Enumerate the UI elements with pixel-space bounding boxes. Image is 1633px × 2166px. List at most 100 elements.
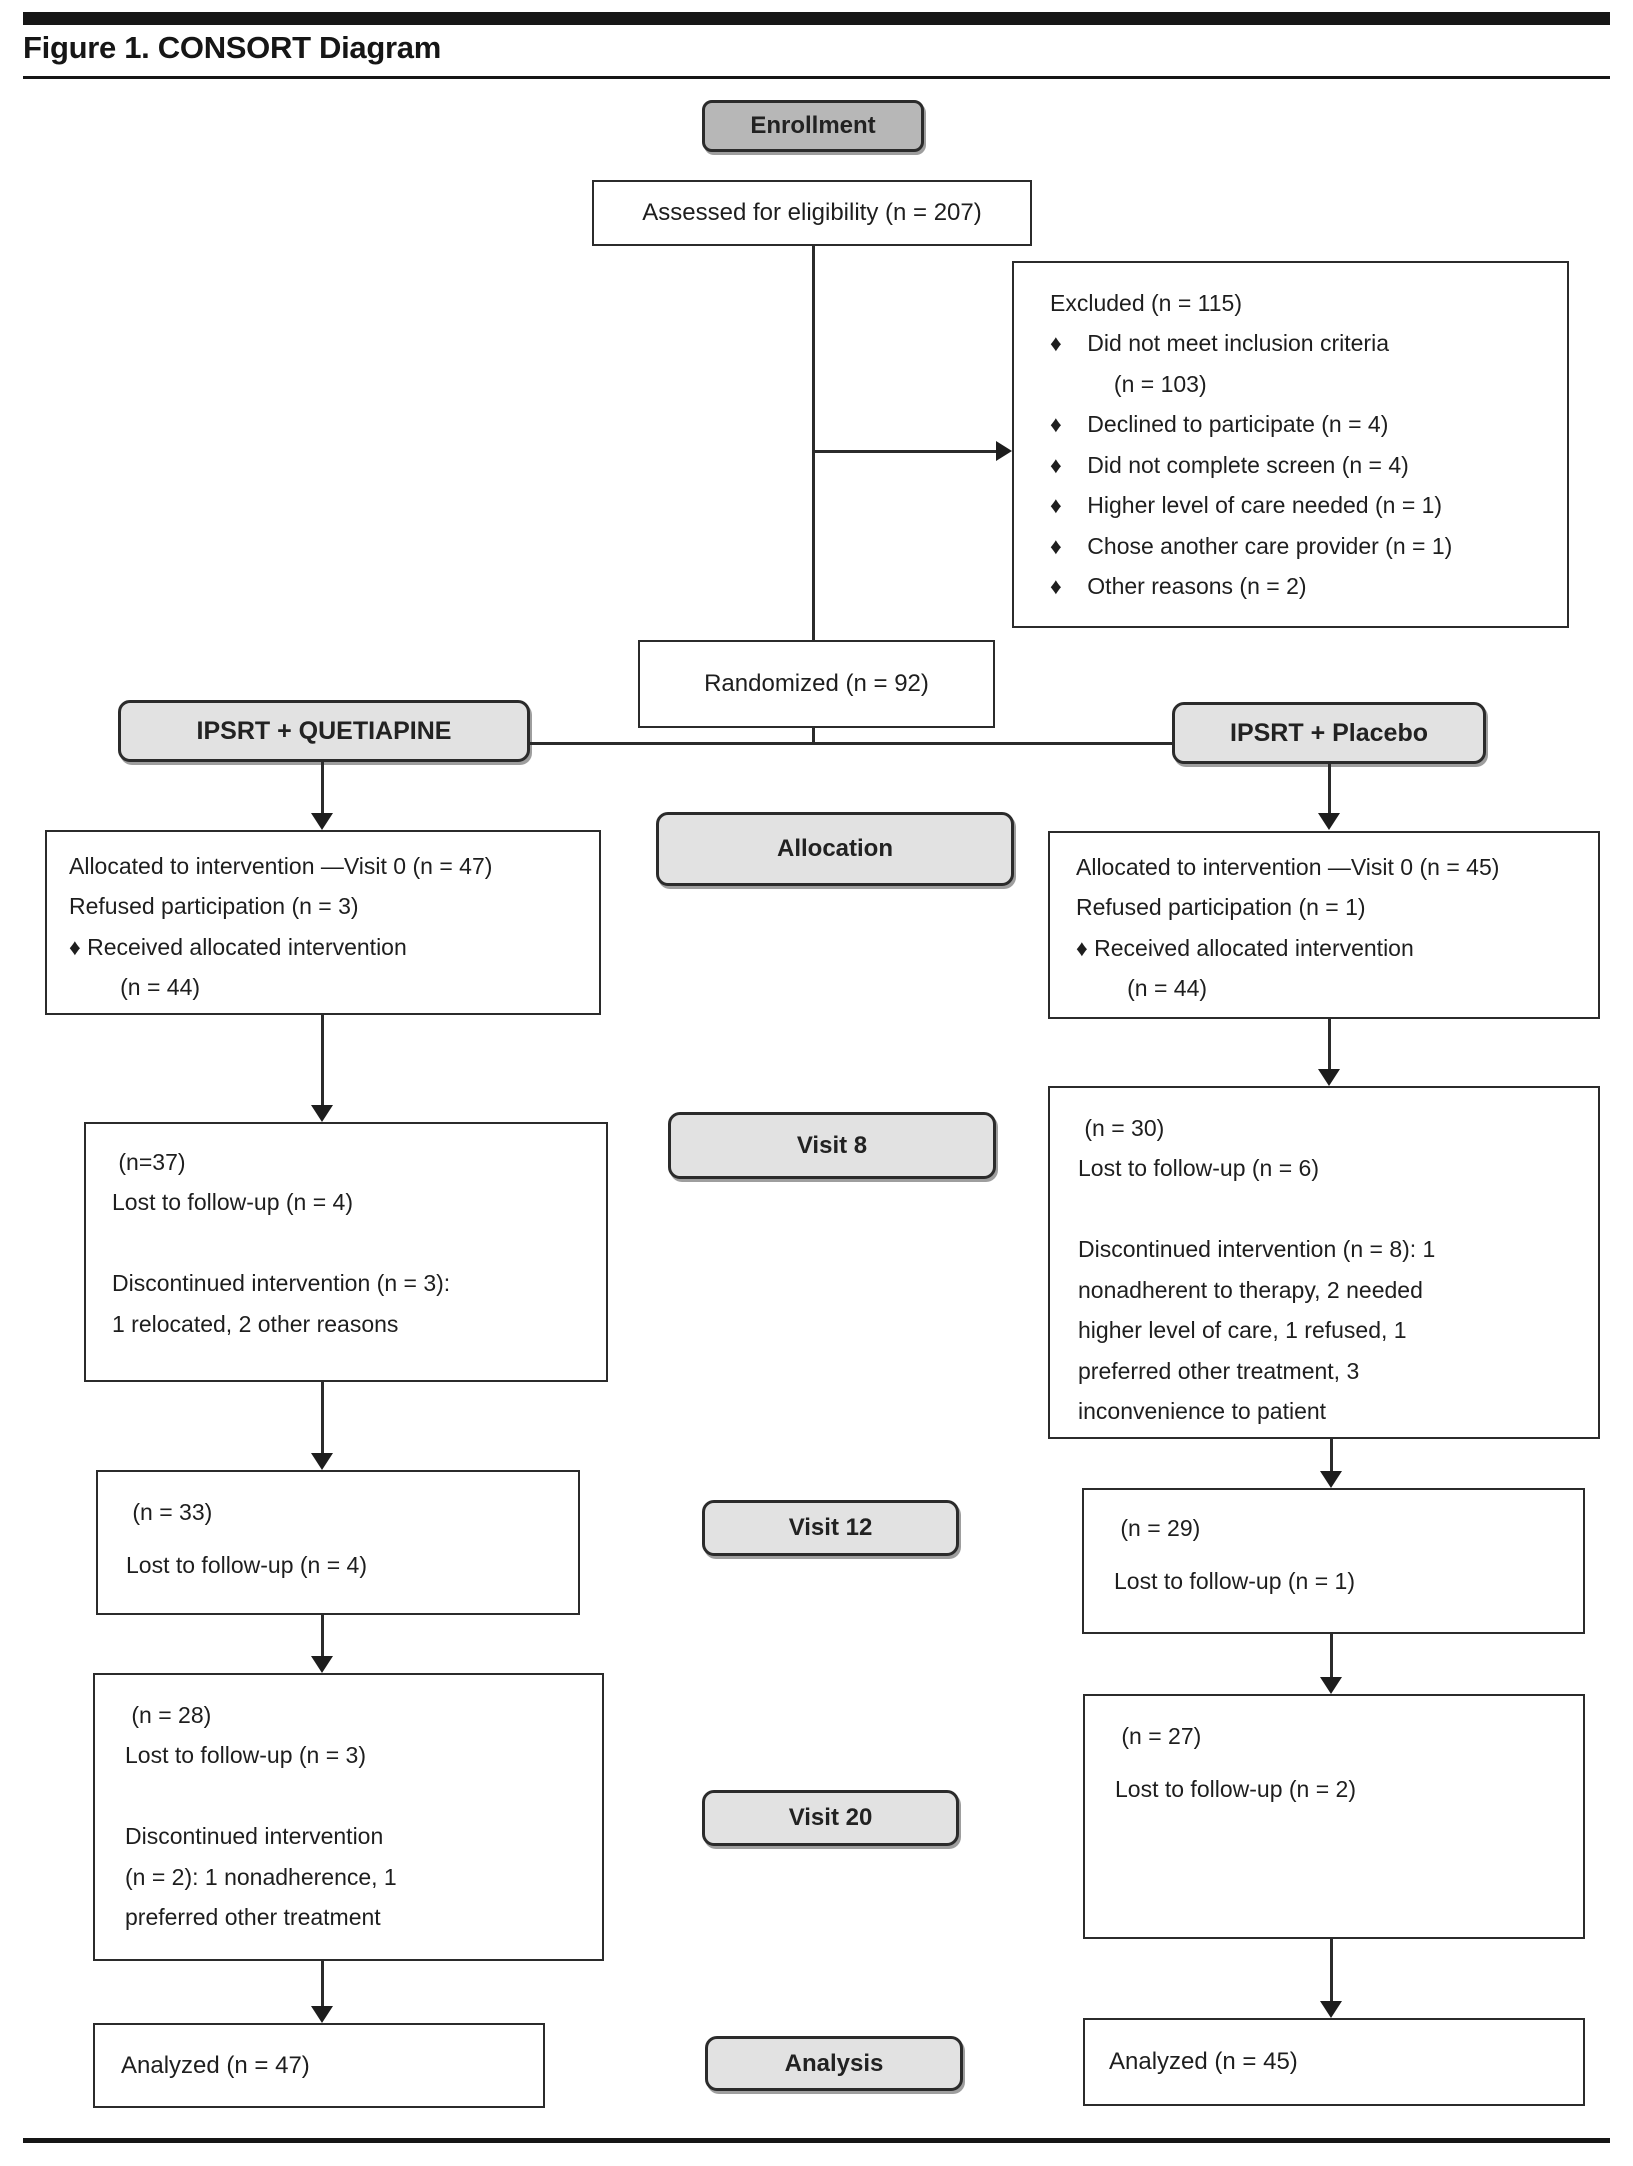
- text-line: Refused participation (n = 1): [1076, 894, 1366, 921]
- arrow-down-icon: [1320, 1677, 1342, 1694]
- text-line: higher level of care, 1 refused, 1: [1078, 1317, 1407, 1344]
- visit20-stage-text: Visit 20: [788, 1804, 873, 1831]
- text-line: Allocated to intervention —Visit 0 (n = …: [1076, 854, 1500, 880]
- arrow-down-icon: [311, 813, 333, 830]
- visit20-stage-label: Visit 20: [702, 1790, 959, 1846]
- flow-line-assessed-to-randomized: [812, 246, 815, 640]
- visit12-stage-text: Visit 12: [788, 1514, 873, 1541]
- title-bottom-rule: [23, 76, 1610, 79]
- analyzed-left-text: Analyzed (n = 47): [121, 2051, 310, 2079]
- flow-line-left-to-visit20: [321, 1615, 324, 1657]
- text-line: Lost to follow-up (n = 3): [125, 1742, 366, 1769]
- text-line: Refused participation (n = 3): [69, 893, 359, 920]
- text-line: ♦ Received allocated intervention: [69, 933, 407, 960]
- analyzed-right-text: Analyzed (n = 45): [1109, 2048, 1298, 2075]
- visit8-left-box: (n=37) Lost to follow-up (n = 4) Discontin…: [84, 1122, 608, 1382]
- text-line: Discontinued intervention (n = 8): 1: [1078, 1236, 1436, 1263]
- text-line: Lost to follow-up (n = 4): [112, 1189, 353, 1216]
- visit8-stage-text: Visit 8: [796, 1131, 868, 1159]
- text-line: ♦ Higher level of care needed (n = 1): [1050, 492, 1443, 519]
- allocation-stage-label: Allocation: [656, 812, 1014, 886]
- text-line: (n = 27): [1115, 1723, 1202, 1749]
- arrow-down-icon: [1320, 1471, 1342, 1488]
- text-line: [1078, 1189, 1586, 1229]
- arrow-down-icon: [1318, 1069, 1340, 1086]
- text-line: [125, 1776, 590, 1816]
- text-line: [112, 1223, 594, 1263]
- arm-quetiapine-header: IPSRT + QUETIAPINE: [118, 700, 530, 762]
- enrollment-stage-text: Enrollment: [750, 112, 876, 139]
- text-line: ♦ Declined to participate (n = 4): [1050, 411, 1389, 438]
- flow-line-left-to-visit12: [321, 1382, 324, 1454]
- visit8-stage-label: Visit 8: [668, 1112, 996, 1179]
- text-line: (n=37): [112, 1149, 186, 1175]
- excluded-box: Excluded (n = 115) ♦ Did not meet inclusi…: [1012, 261, 1569, 628]
- text-line: Discontinued intervention (n = 3):: [112, 1270, 451, 1297]
- text-line: (n = 33): [126, 1499, 213, 1525]
- flow-line-right-to-visit20: [1330, 1634, 1333, 1678]
- flow-line-right-to-visit12: [1330, 1439, 1333, 1472]
- text-line: nonadherent to therapy, 2 needed: [1078, 1276, 1423, 1303]
- arrow-down-icon: [1320, 2001, 1342, 2018]
- visit20-right-box: (n = 27) Lost to follow-up (n = 2): [1083, 1694, 1585, 1939]
- assessed-box: Assessed for eligibility (n = 207): [592, 180, 1032, 246]
- text-line: Allocated to intervention —Visit 0 (n = …: [69, 853, 493, 879]
- arm-placebo-text: IPSRT + Placebo: [1230, 718, 1428, 747]
- arrow-down-icon: [311, 1656, 333, 1673]
- flow-line-left-to-analysis: [321, 1961, 324, 2007]
- visit12-right-box: (n = 29) Lost to follow-up (n = 1): [1082, 1488, 1585, 1634]
- visit20-left-box: (n = 28) Lost to follow-up (n = 3) Discont…: [93, 1673, 604, 1961]
- text-line: (n = 44): [69, 974, 201, 1001]
- analysis-stage-text: Analysis: [784, 2049, 884, 2077]
- arrow-down-icon: [311, 1105, 333, 1122]
- flow-line-right-to-allocation: [1328, 764, 1331, 814]
- title-top-rule: [23, 12, 1610, 25]
- flow-line-arm-split: [528, 742, 1174, 745]
- arrow-down-icon: [311, 2006, 333, 2023]
- analyzed-left-box: Analyzed (n = 47): [93, 2023, 545, 2108]
- text-line: (n = 28): [125, 1702, 212, 1728]
- text-line: preferred other treatment, 3: [1078, 1357, 1360, 1384]
- arm-placebo-header: IPSRT + Placebo: [1172, 702, 1486, 764]
- text-line: Lost to follow-up (n = 1): [1114, 1567, 1355, 1594]
- text-line: ♦ Did not meet inclusion criteria: [1050, 330, 1389, 357]
- flow-line-randomized-stub: [812, 726, 815, 744]
- flow-line-left-to-visit8: [321, 1015, 324, 1106]
- text-line: inconvenience to patient: [1078, 1398, 1327, 1425]
- allocation-left-box: Allocated to intervention —Visit 0 (n = …: [45, 830, 601, 1015]
- text-line: ♦ Received allocated intervention: [1076, 934, 1414, 961]
- enrollment-stage-label: Enrollment: [702, 100, 924, 152]
- arrow-right-icon: [996, 441, 1012, 461]
- figure-title: Figure 1. CONSORT Diagram: [23, 30, 441, 65]
- text-line: preferred other treatment: [125, 1904, 381, 1931]
- analysis-stage-label: Analysis: [705, 2036, 963, 2091]
- randomized-text: Randomized (n = 92): [704, 670, 929, 697]
- flow-line-right-to-analysis: [1330, 1939, 1333, 2002]
- text-line: (n = 29): [1114, 1515, 1201, 1541]
- flow-line-branch-to-excluded: [812, 450, 998, 453]
- text-line: Lost to follow-up (n = 6): [1078, 1155, 1319, 1182]
- text-line: (n = 103): [1050, 370, 1207, 397]
- text-line: Discontinued intervention: [125, 1823, 384, 1850]
- visit12-stage-label: Visit 12: [702, 1500, 959, 1556]
- flow-line-left-to-allocation: [321, 762, 324, 814]
- allocation-stage-text: Allocation: [776, 835, 893, 862]
- text-line: Lost to follow-up (n = 4): [126, 1551, 367, 1578]
- text-line: 1 relocated, 2 other reasons: [112, 1310, 399, 1337]
- arrow-down-icon: [1318, 813, 1340, 830]
- text-line: ♦ Other reasons (n = 2): [1050, 573, 1307, 600]
- randomized-box: Randomized (n = 92): [638, 640, 995, 728]
- text-line: ♦ Did not complete screen (n = 4): [1050, 451, 1409, 478]
- text-line: Excluded (n = 115): [1050, 290, 1242, 316]
- allocation-right-box: Allocated to intervention —Visit 0 (n = …: [1048, 831, 1600, 1019]
- assessed-text: Assessed for eligibility (n = 207): [642, 199, 982, 226]
- flow-line-right-to-visit8: [1328, 1019, 1331, 1070]
- arm-quetiapine-text: IPSRT + QUETIAPINE: [196, 716, 452, 745]
- text-line: Lost to follow-up (n = 2): [1115, 1775, 1356, 1802]
- text-line: ♦ Chose another care provider (n = 1): [1050, 532, 1453, 559]
- visit12-left-box: (n = 33) Lost to follow-up (n = 4): [96, 1470, 580, 1615]
- visit8-right-box: (n = 30) Lost to follow-up (n = 6) Discont…: [1048, 1086, 1600, 1439]
- text-line: (n = 30): [1078, 1115, 1165, 1141]
- analyzed-right-box: Analyzed (n = 45): [1083, 2018, 1585, 2106]
